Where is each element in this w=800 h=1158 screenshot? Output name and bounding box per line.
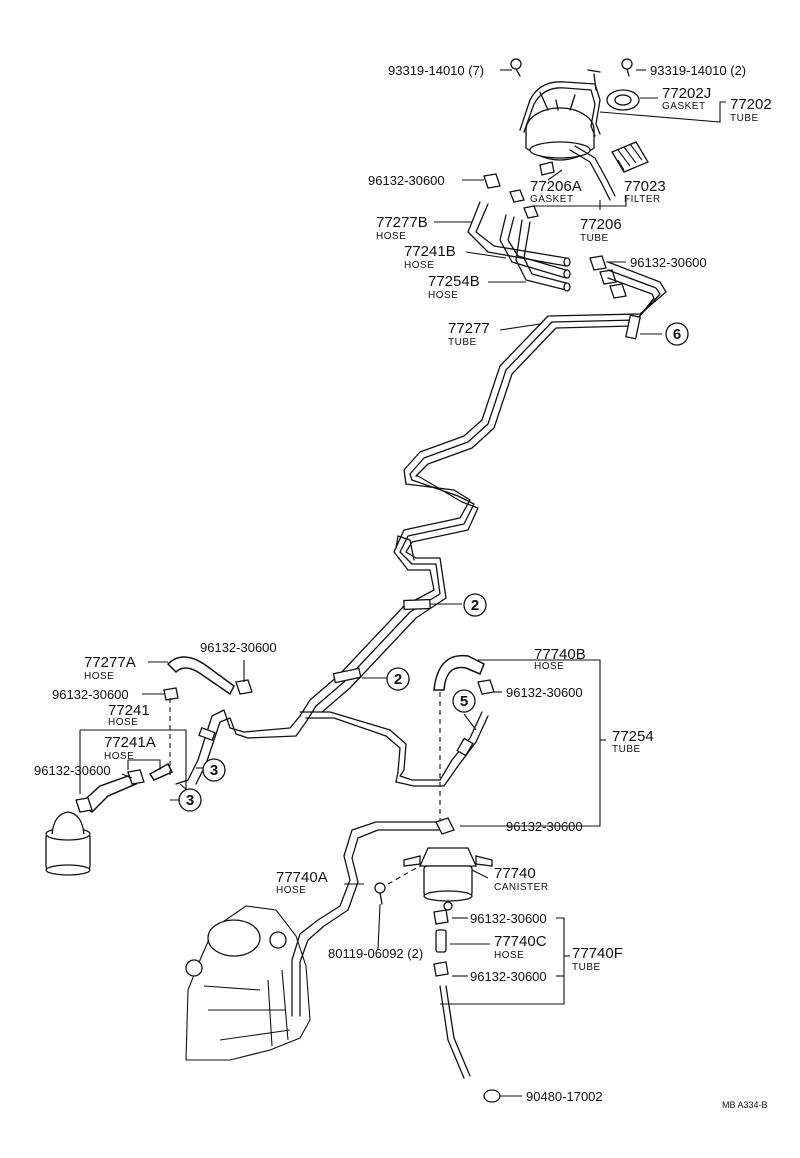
svg-text:2: 2	[471, 597, 479, 614]
svg-text:3: 3	[210, 762, 218, 779]
part-number: 77277A	[84, 654, 136, 671]
part-description: TUBE	[580, 233, 609, 244]
bolt-icon	[374, 882, 386, 905]
left-hose-assembly	[45, 656, 253, 876]
part-number: 77277B	[376, 214, 428, 231]
svg-text:3: 3	[186, 792, 194, 809]
part-description: HOSE	[534, 661, 564, 672]
part-number: 80119-06092 (2)	[328, 946, 423, 961]
part-number: 96132-30600	[368, 173, 445, 188]
part-number: 96132-30600	[52, 687, 129, 702]
part-number: 77241A	[104, 734, 156, 751]
part-number: 96132-30600	[470, 911, 547, 926]
hose-clip-icon	[483, 173, 501, 189]
part-description: FILTER	[624, 194, 661, 205]
diagram-code: MB A334-B	[722, 1100, 768, 1110]
part-description: HOSE	[404, 260, 434, 271]
part-number: 77241	[108, 702, 150, 719]
bolt-icon	[510, 58, 522, 77]
part-description: HOSE	[494, 950, 524, 961]
main-tube-run	[175, 261, 667, 787]
part-number: 93319-14010 (7)	[388, 63, 484, 78]
svg-text:6: 6	[673, 326, 681, 343]
part-description: HOSE	[104, 751, 134, 762]
part-number: 96132-30600	[506, 685, 583, 700]
part-number: 77740	[494, 865, 536, 882]
svg-text:5: 5	[460, 693, 468, 710]
callout-2: 2	[463, 593, 487, 617]
hose-clip-icon	[523, 205, 539, 219]
part-number: 77740F	[572, 945, 623, 962]
hose-clip-icon	[609, 283, 627, 299]
part-description: TUBE	[572, 962, 601, 973]
svg-text:2: 2	[394, 671, 402, 688]
part-number: 77202J	[662, 85, 711, 102]
part-number: 96132-30600	[470, 969, 547, 984]
hose-clip-icon	[477, 679, 495, 695]
part-description: HOSE	[428, 290, 458, 301]
part-description: TUBE	[612, 744, 641, 755]
part-description: GASKET	[530, 194, 574, 205]
part-description: HOSE	[84, 671, 114, 682]
hose-clip-icon	[433, 909, 449, 925]
part-description: TUBE	[730, 113, 759, 124]
part-number: 77740B	[534, 646, 586, 663]
part-description: HOSE	[376, 231, 406, 242]
part-number: 77206A	[530, 178, 582, 195]
part-number: 77740C	[494, 933, 547, 950]
hose-clip-icon	[589, 255, 607, 271]
hose-clip-icon	[435, 817, 455, 835]
part-number: 90480-17002	[526, 1089, 603, 1104]
callout-2: 2	[386, 667, 410, 691]
callout-3: 3	[178, 788, 202, 812]
part-description: CANISTER	[494, 882, 549, 893]
hose-group-upper	[467, 173, 627, 299]
part-number: 96132-30600	[630, 255, 707, 270]
part-number: 77254	[612, 728, 654, 745]
hose-clip-icon	[127, 769, 145, 785]
callout-6: 6	[665, 322, 689, 346]
bolt-icon	[621, 58, 633, 77]
leader-lines	[79, 69, 726, 1097]
part-labels: 93319-14010 (7) 93319-14010 (2) 77202J G…	[34, 63, 772, 1110]
part-number: 96132-30600	[200, 640, 277, 655]
part-description: TUBE	[448, 337, 477, 348]
callout-3: 3	[202, 758, 226, 782]
part-number: 96132-30600	[34, 763, 111, 778]
part-number: 77202	[730, 96, 772, 113]
part-number: 96132-30600	[506, 819, 583, 834]
hose-clip-icon	[235, 679, 253, 695]
part-description: HOSE	[276, 885, 306, 896]
hose-clip-icon	[509, 189, 525, 203]
fuel-pump-assembly	[510, 58, 649, 201]
part-number: 77254B	[428, 273, 480, 290]
part-number: 77740A	[276, 869, 328, 886]
hose-clip-icon	[433, 961, 449, 977]
callout-5: 5	[452, 689, 476, 713]
hose-clip-icon	[75, 797, 93, 813]
engine-outline	[185, 905, 311, 1061]
part-number: 77277	[448, 320, 490, 337]
part-number: 77206	[580, 216, 622, 233]
part-number: 77241B	[404, 243, 456, 260]
part-number: 77023	[624, 178, 666, 195]
part-number: 93319-14010 (2)	[650, 63, 746, 78]
part-description: HOSE	[108, 717, 138, 728]
hose-clip-icon	[163, 687, 179, 701]
part-description: GASKET	[662, 101, 706, 112]
